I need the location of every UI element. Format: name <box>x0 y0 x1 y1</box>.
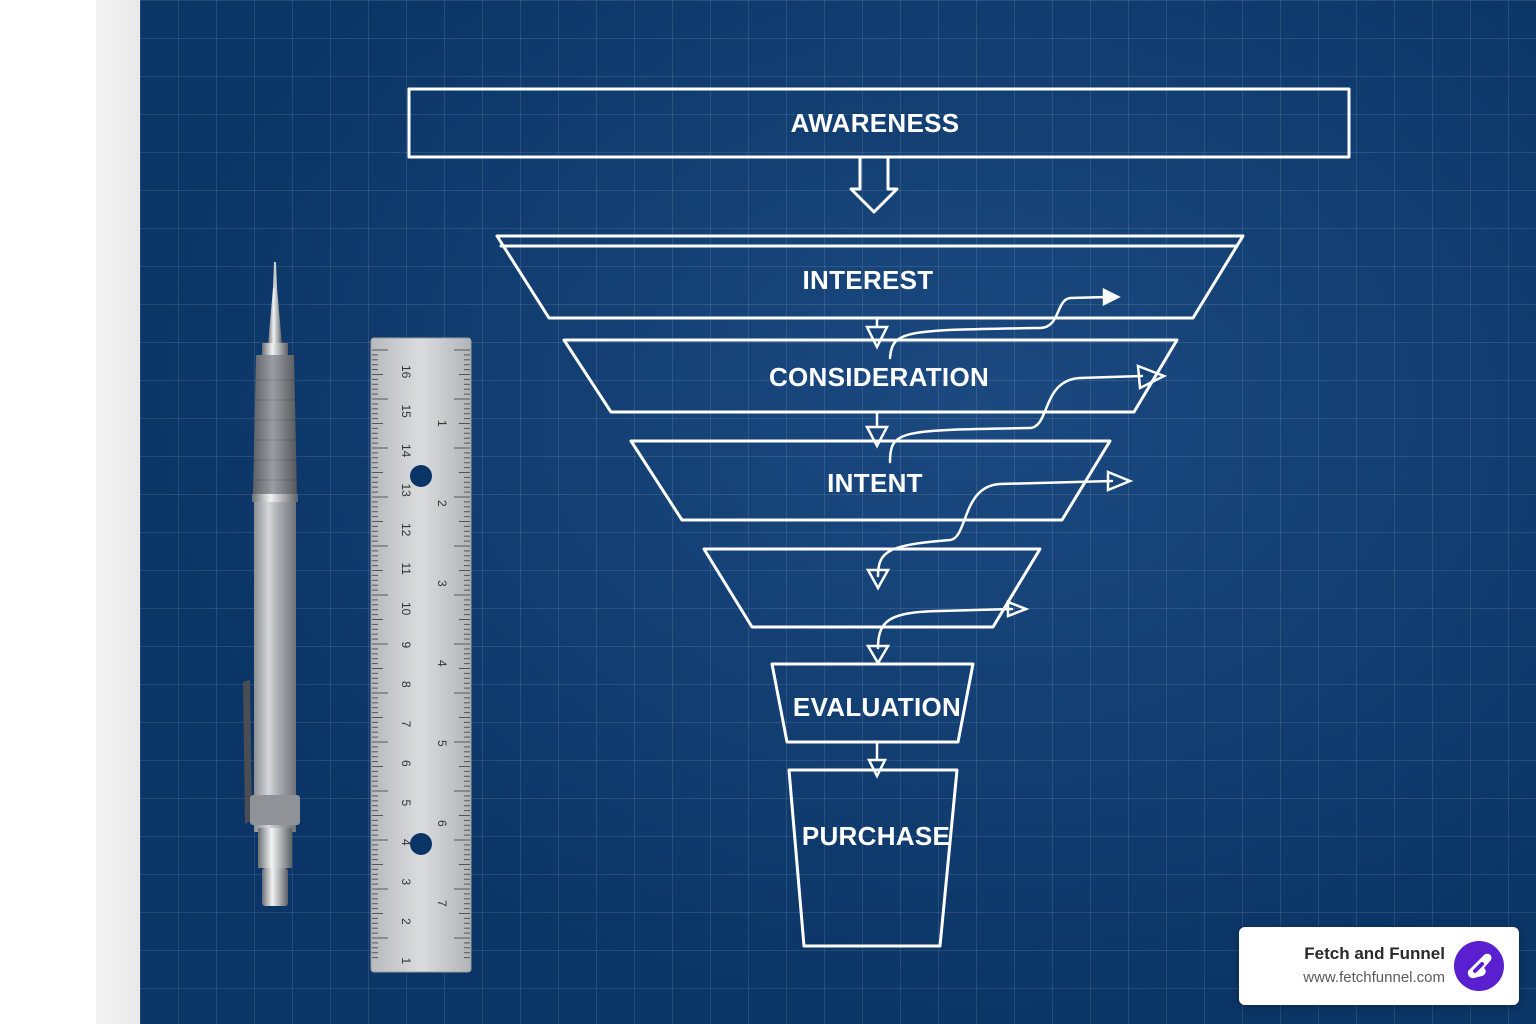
ruler-number: 1 <box>399 958 413 965</box>
ruler-number: 6 <box>399 760 413 767</box>
ruler-number: 16 <box>399 365 413 379</box>
ruler-number: 9 <box>399 642 413 649</box>
stage-labels: AWARENESS INTEREST CONSIDERATION INTENT … <box>769 108 989 851</box>
ruler-number: 14 <box>399 444 413 458</box>
ruler-number: 3 <box>399 879 413 886</box>
intent-stage <box>629 439 1112 522</box>
ruler-number: 13 <box>399 484 413 498</box>
pencil-lead-tip <box>273 262 277 288</box>
ruler-number: 2 <box>435 500 449 507</box>
awareness-label: AWARENESS <box>791 108 960 138</box>
ruler-number: 8 <box>399 681 413 688</box>
ruler-number: 11 <box>399 563 413 576</box>
stage-connectors <box>864 318 890 779</box>
ruler-hole <box>410 833 432 855</box>
funnel-shapes <box>407 87 1351 948</box>
brand-url[interactable]: www.fetchfunnel.com <box>1303 969 1445 986</box>
intent-label: INTENT <box>827 468 923 498</box>
evaluation-stage <box>770 662 975 744</box>
arrowhead-icon <box>1136 364 1168 390</box>
down-arrow <box>864 325 890 350</box>
pencil-clip <box>243 680 252 824</box>
ruler-number: 7 <box>435 900 449 907</box>
ruler-number: 5 <box>399 800 413 807</box>
page-shadow <box>96 0 140 1024</box>
arrowhead-icon <box>865 644 891 666</box>
ruler-number: 5 <box>435 740 449 747</box>
down-arrow <box>849 155 899 214</box>
exit-arrow <box>888 374 1144 464</box>
ruler-number: 1 <box>435 420 449 427</box>
purchase-label: PURCHASE <box>802 821 950 851</box>
ruler-number: 2 <box>399 918 413 925</box>
purchase-stage <box>787 768 959 948</box>
arrowhead-icon <box>1106 470 1134 492</box>
page-margin <box>0 0 96 1024</box>
pencil-cone <box>268 288 282 345</box>
arrowhead-icon <box>865 568 891 591</box>
flow-arrows <box>865 287 1168 666</box>
down-arrow <box>866 758 888 779</box>
pencil-grip <box>253 355 297 497</box>
pencil-barrel <box>254 502 296 832</box>
down-arrow <box>864 425 890 449</box>
interest-stage <box>495 234 1245 320</box>
arrowhead-icon <box>1102 287 1121 307</box>
interest-label: INTEREST <box>803 265 934 295</box>
ruler-number: 3 <box>435 580 449 587</box>
exit-arrow <box>888 295 1110 360</box>
brand-name: Fetch and Funnel <box>1304 944 1445 963</box>
exit-arrow <box>876 479 1114 578</box>
mechanical-pencil <box>243 262 300 906</box>
unlabeled-stage <box>702 547 1042 629</box>
evaluation-label: EVALUATION <box>793 692 961 722</box>
consideration-label: CONSIDERATION <box>769 362 989 392</box>
arrowhead-icon <box>1006 600 1030 618</box>
exit-arrow <box>876 607 1014 650</box>
ruler-number: 12 <box>399 523 413 537</box>
ruler-hole <box>410 465 432 487</box>
ruler-number: 6 <box>435 820 449 827</box>
brand-badge[interactable]: Fetch and Funnel www.fetchfunnel.com <box>1239 927 1519 1005</box>
ruler-number: 4 <box>399 839 413 846</box>
ruler-number: 7 <box>399 721 413 728</box>
paw-funnel-logo-icon <box>1454 941 1504 991</box>
ruler-number: 4 <box>435 660 449 667</box>
consideration-stage <box>562 338 1179 414</box>
pencil-eraser-cap <box>262 868 288 906</box>
ruler-number: 15 <box>399 405 413 419</box>
ruler-number: 10 <box>399 602 413 616</box>
